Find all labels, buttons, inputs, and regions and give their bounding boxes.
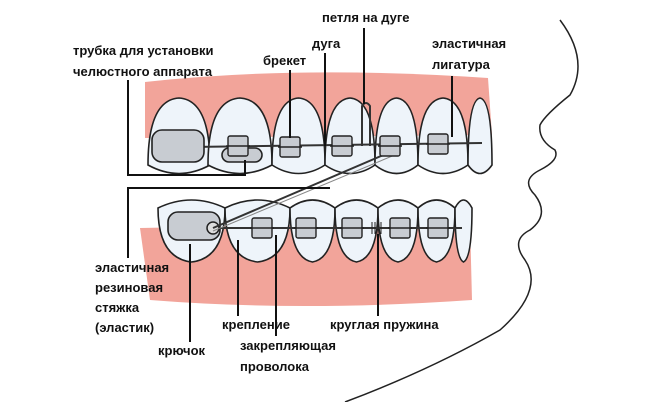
label-elastic: эластичная резиновая стяжка (эластик) (95, 260, 170, 335)
coil-spring (371, 222, 382, 234)
face-profile (344, 19, 579, 402)
label-tie-wire: закрепляющая проволока (240, 338, 336, 374)
upper-tube (151, 129, 205, 163)
label-hook: крючок (158, 343, 206, 358)
label-bracket: брекет (263, 53, 307, 68)
leader-lines (127, 28, 453, 342)
label-tube: трубка для установки челюстного аппарата (73, 43, 214, 79)
lower-tooth (454, 199, 473, 263)
label-arch: дуга (312, 36, 341, 51)
label-band: крепление (222, 317, 290, 332)
upper-tooth (467, 97, 493, 175)
label-ligature: эластичная лигатура (432, 36, 507, 72)
label-coil-spring: круглая пружина (330, 317, 439, 332)
archwire-loop (361, 102, 371, 146)
brackets (226, 133, 450, 239)
label-loop: петля на дуге (322, 10, 410, 25)
